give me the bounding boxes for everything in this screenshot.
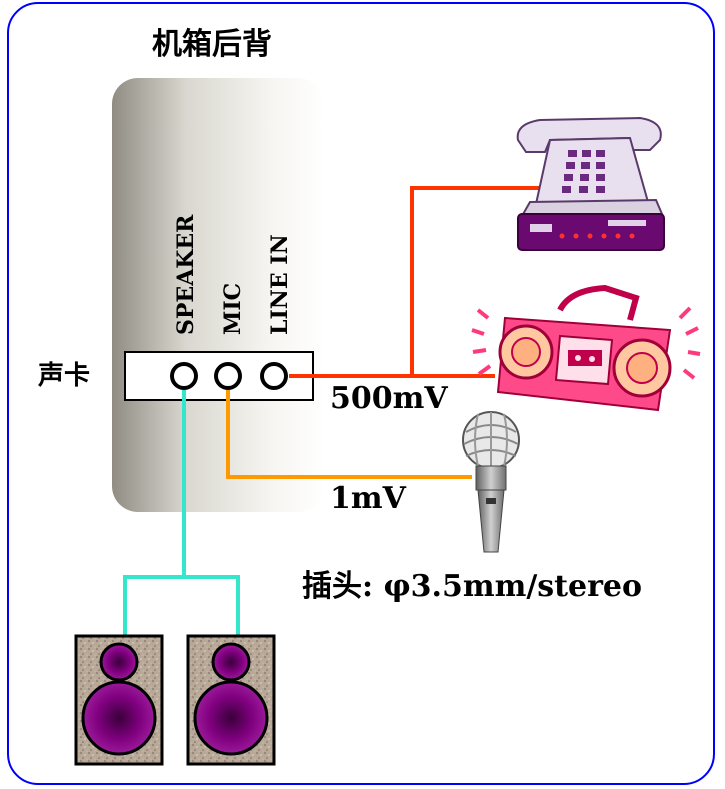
mic-jack[interactable]: [214, 362, 242, 390]
telephone-modem-icon: [516, 116, 665, 251]
speaker-jack[interactable]: [170, 362, 198, 390]
speaker-wire-split: [123, 575, 240, 640]
boombox-radio-icon: [471, 284, 701, 412]
line-in-jack[interactable]: [260, 362, 288, 390]
plug-spec-note: 插头: φ3.5mm/stereo: [302, 569, 642, 604]
port-label-line-in: LINE IN: [267, 234, 293, 335]
line-in-wire-telephone: [410, 186, 540, 376]
mic-level: 1mV: [330, 481, 407, 516]
mic-wire: [226, 388, 472, 479]
port-label-mic: MIC: [220, 283, 246, 335]
chassis-title: 机箱后背: [152, 27, 272, 62]
speaker-box-icon: [186, 634, 276, 766]
chassis-panel: [112, 78, 324, 512]
speaker-box-icon: [74, 634, 164, 766]
sound-card-label: 声卡: [38, 361, 90, 391]
microphone-icon: [462, 411, 520, 553]
line-in-level: 500mV: [330, 381, 448, 416]
port-label-speaker: SPEAKER: [173, 214, 199, 335]
